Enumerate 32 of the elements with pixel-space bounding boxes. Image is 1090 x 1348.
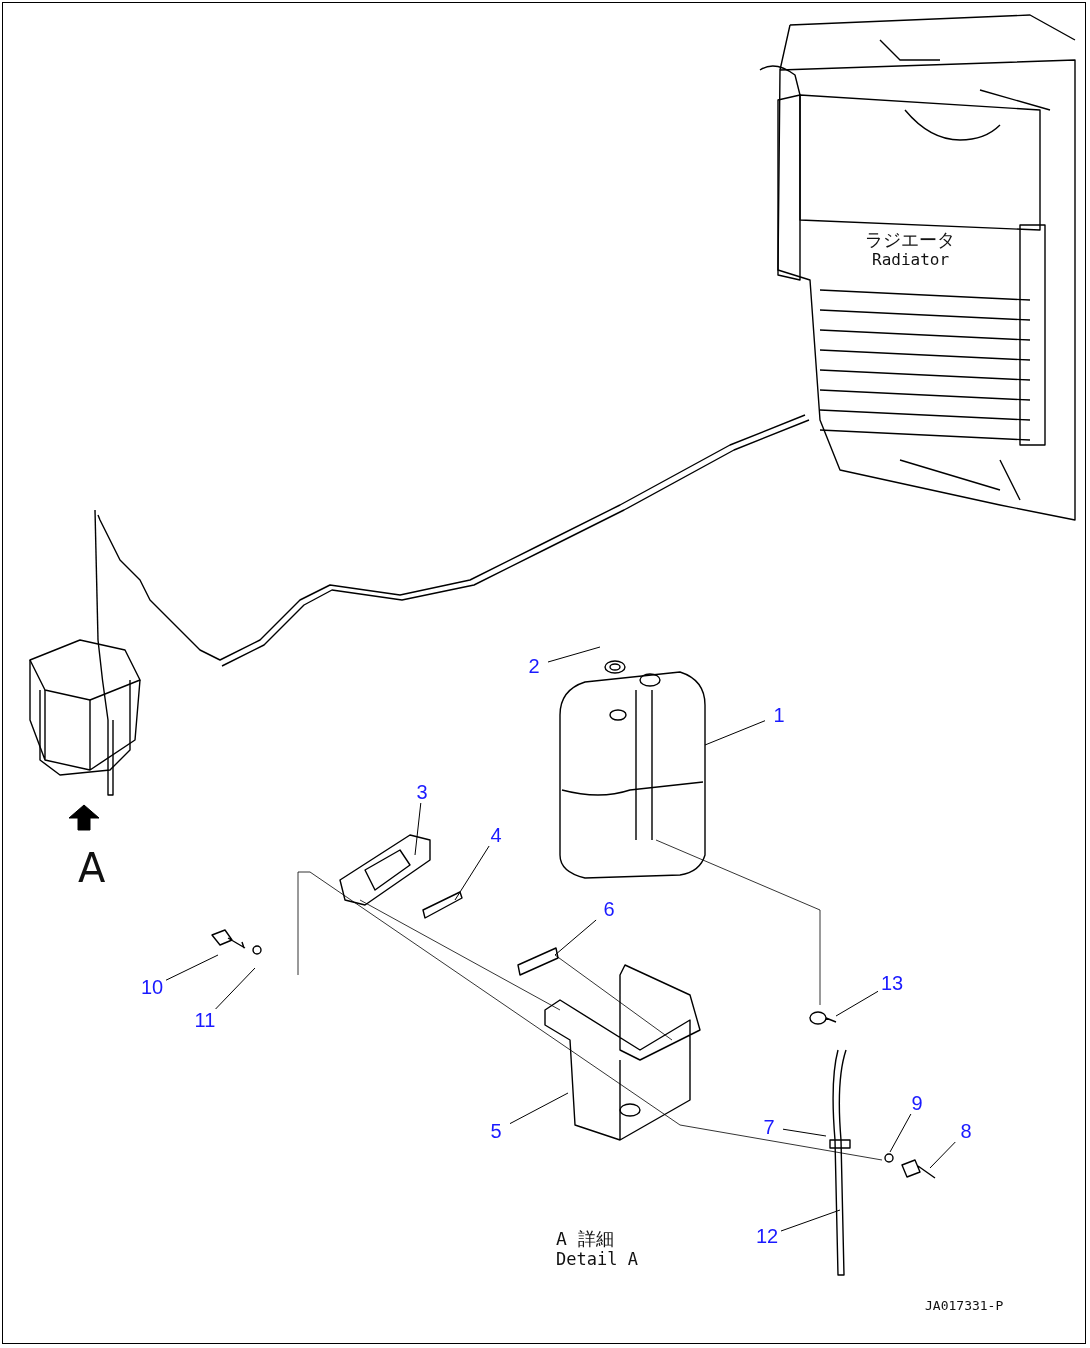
leader-line bbox=[414, 802, 422, 856]
leader-line bbox=[835, 990, 879, 1017]
callout-number: 1 bbox=[765, 704, 793, 726]
view-title: A 詳細 bbox=[556, 1227, 614, 1251]
leader-line bbox=[782, 1128, 827, 1137]
callout-number: 11 bbox=[191, 1009, 219, 1031]
callout-number: 10 bbox=[138, 976, 166, 998]
callout-number: 8 bbox=[952, 1120, 980, 1142]
callout-number: 6 bbox=[595, 898, 623, 920]
callout-number: 2 bbox=[520, 655, 548, 677]
callout-number: 7 bbox=[755, 1116, 783, 1138]
callout-number: 5 bbox=[482, 1120, 510, 1142]
part-name: Radiator bbox=[872, 250, 950, 269]
part-name: ラジエータ bbox=[865, 228, 955, 252]
callout-number: 13 bbox=[878, 972, 906, 994]
callout-number: 12 bbox=[753, 1225, 781, 1247]
callout-number: 9 bbox=[903, 1092, 931, 1114]
leader-line bbox=[215, 967, 256, 1010]
callout-number: 3 bbox=[408, 781, 436, 803]
leader-line bbox=[165, 954, 219, 981]
view-title: Detail A bbox=[556, 1249, 638, 1269]
leader-line bbox=[929, 1141, 956, 1169]
drawing-number: JA017331-P bbox=[925, 1298, 1004, 1313]
view-letter: A bbox=[78, 845, 106, 891]
leader-line bbox=[554, 919, 597, 956]
leader-line bbox=[780, 1209, 841, 1232]
leader-line bbox=[509, 1092, 569, 1125]
leader-line bbox=[454, 845, 490, 901]
leader-line bbox=[547, 646, 601, 663]
callout-number: 4 bbox=[482, 824, 510, 846]
leader-line bbox=[704, 720, 766, 746]
leader-line bbox=[889, 1113, 912, 1153]
